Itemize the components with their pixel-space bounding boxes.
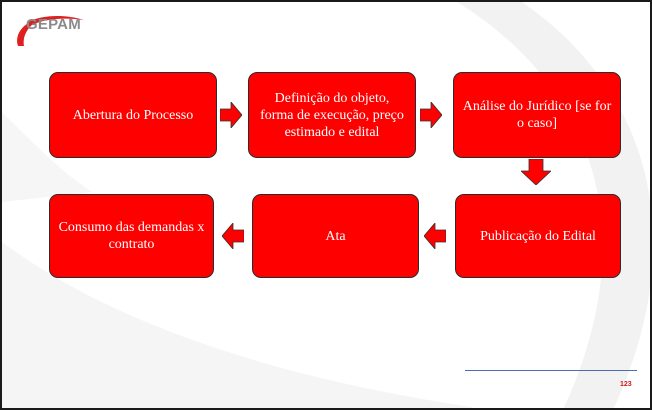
gepam-logo-swoosh (17, 16, 84, 46)
flow-box-label: Análise do Jurídico [se for o caso] (462, 99, 612, 131)
flow-box-ata: Ata (252, 194, 419, 278)
flow-box-publicacao-edital: Publicação do Edital (455, 194, 621, 278)
arrow-left-icon (222, 223, 244, 249)
arrow-right-icon (420, 102, 442, 128)
footer-divider (465, 370, 637, 371)
flow-box-abertura: Abertura do Processo (49, 72, 217, 158)
flow-box-label: Publicação do Edital (480, 228, 596, 244)
flow-box-label: Definição do objeto, forma de execução, … (260, 90, 404, 140)
arrow-down-icon (521, 159, 551, 185)
flow-box-label: Ata (325, 228, 346, 244)
flow-box-definicao: Definição do objeto, forma de execução, … (248, 72, 416, 158)
arrow-left-icon (424, 223, 446, 249)
flow-box-label: Consumo das demandas x contrato (58, 220, 205, 252)
page-number: 123 (620, 381, 632, 388)
arrow-right-icon (220, 102, 242, 128)
gepam-logo-text: GEPAM (26, 16, 81, 33)
flow-box-consumo: Consumo das demandas x contrato (49, 194, 214, 278)
flow-box-analise-juridico: Análise do Jurídico [se for o caso] (453, 72, 621, 158)
flow-box-label: Abertura do Processo (72, 107, 194, 123)
